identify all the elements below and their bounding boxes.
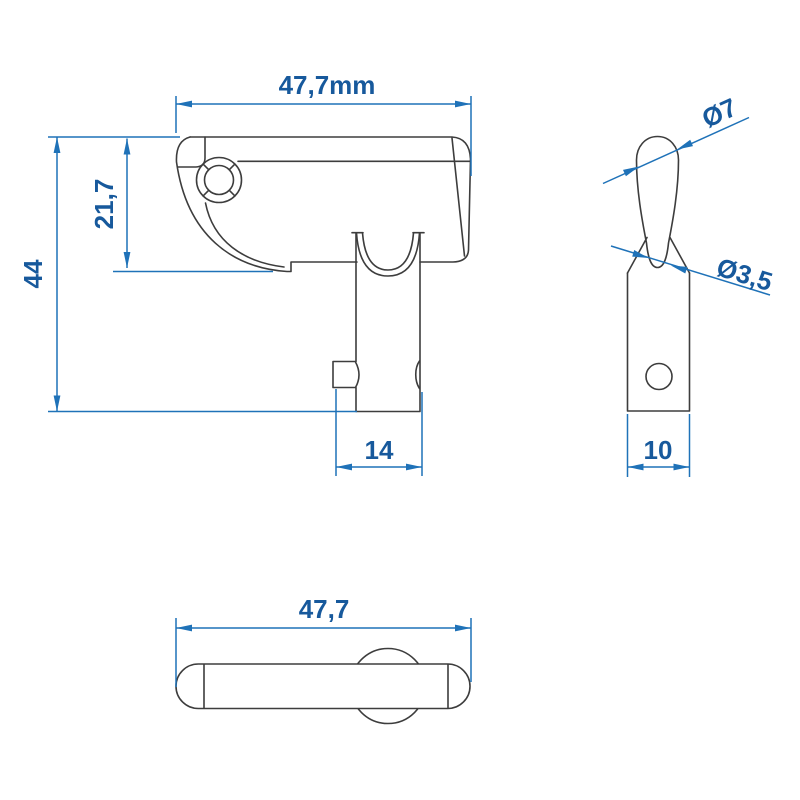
- dim-label-handle-diameter: Ø7: [697, 92, 741, 134]
- bracket-hole: [645, 362, 673, 391]
- handle-pill: [175, 663, 471, 710]
- stem-saddle-cup: [351, 231, 425, 277]
- dim-partial-height: 21,7: [89, 138, 273, 273]
- dim-top-width: 47,7: [175, 594, 472, 687]
- stem-right-bump: [414, 360, 421, 390]
- dim-label-partial-height: 21,7: [89, 179, 119, 230]
- dim-label-neck-diameter: Ø3,5: [713, 252, 776, 297]
- pill-cap-junctions: [203, 663, 449, 709]
- pivot-outer-circle: [195, 156, 243, 204]
- pivot-inner-circle: [203, 164, 235, 196]
- latch-body-left-curve: [175, 136, 358, 273]
- dim-total-height: 44: [18, 136, 357, 413]
- top-view: [175, 647, 471, 725]
- latch-inner-curve: [204, 202, 285, 268]
- dim-label-bracket-width: 10: [644, 435, 673, 465]
- side-view: [626, 135, 691, 412]
- dim-label-stem-width: 14: [365, 435, 394, 465]
- dim-label-front-width: 47,7mm: [279, 70, 376, 100]
- stem-sides: [355, 232, 421, 413]
- handle-teardrop: [635, 135, 680, 269]
- dim-neck-diameter: Ø3,5: [610, 245, 776, 297]
- dim-label-total-height: 44: [18, 259, 48, 288]
- dim-front-width: 47,7mm: [175, 70, 472, 176]
- latch-body-outline: [189, 136, 472, 263]
- dim-handle-diameter: Ø7: [602, 92, 750, 185]
- dim-stem-width: 14: [335, 389, 423, 476]
- front-view: [175, 136, 472, 413]
- stem-left-tab: [332, 360, 360, 389]
- bracket-body: [626, 272, 691, 412]
- pivot-ring-ticks: [202, 163, 236, 197]
- fold-lines: [237, 137, 471, 257]
- dimensions: 47,7mm 44 21,7 14 Ø7: [18, 70, 776, 687]
- dim-bracket-width: 10: [626, 414, 691, 477]
- dim-label-top-width: 47,7: [299, 594, 350, 624]
